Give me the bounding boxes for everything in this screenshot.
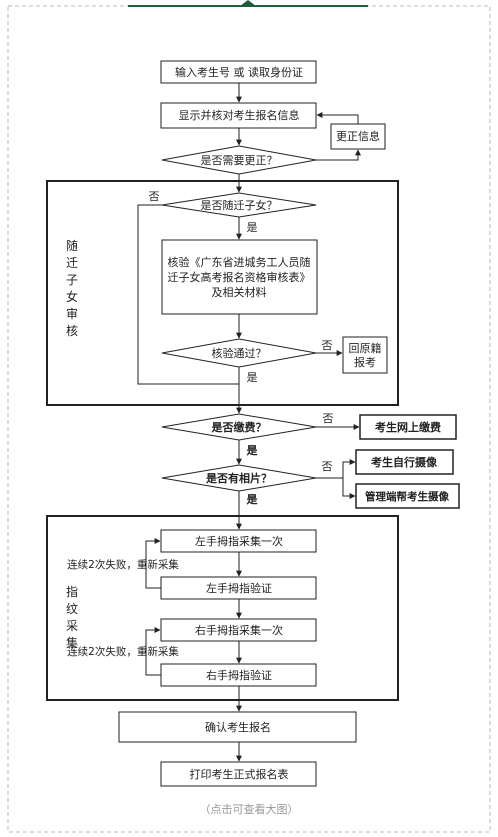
svg-text:审: 审 — [66, 306, 78, 321]
label-paid-no: 否 — [323, 412, 334, 425]
print-text: 打印考生正式报名表 — [190, 767, 289, 781]
arrow-leftverify-retry — [145, 538, 161, 589]
label-migrant-no: 否 — [149, 190, 160, 203]
label-retry-right: 连续2次失败，重新采集 — [67, 645, 179, 658]
svg-text:女: 女 — [66, 289, 78, 304]
need-correct-text: 是否需要更正？ — [201, 154, 278, 167]
self-photo-text: 考生自行摄像 — [371, 455, 438, 469]
verify-passed-text: 核验通过？ — [212, 346, 267, 360]
return-home-box — [342, 336, 388, 374]
admin-photo-box — [355, 483, 460, 509]
confirm-text: 确认考生报名 — [205, 720, 271, 734]
verify-form-box — [161, 239, 318, 315]
return-home-line2: 报考 — [354, 355, 376, 369]
fingerprint-label: 指 纹 采 集 — [66, 584, 78, 650]
verify-form-line3: 及相关材料 — [212, 285, 267, 299]
footer-caption[interactable]: （点击可查看大图） — [200, 802, 299, 816]
arrow-hasphoto-adminphoto — [342, 478, 356, 499]
arrow-correctinfo-show — [316, 112, 359, 124]
svg-text:集: 集 — [66, 635, 78, 650]
arrow-migrant-no-bypass — [137, 204, 239, 385]
return-home-line1: 回原籍 — [349, 341, 382, 355]
show-verify-box — [160, 102, 317, 129]
svg-text:随: 随 — [66, 238, 78, 253]
arrow-rightverify-retry — [145, 627, 161, 676]
correct-info-box — [330, 123, 386, 150]
fingerprint-frame — [46, 515, 399, 701]
print-box — [160, 761, 317, 787]
verify-form-line2: 迁子女高考报名资格审核表》 — [168, 270, 311, 284]
label-migrant-yes: 是 — [247, 221, 258, 234]
migrant-review-frame — [46, 180, 399, 406]
paid-text: 是否缴费？ — [211, 420, 267, 434]
label-photo-no: 否 — [322, 460, 333, 473]
pay-online-text: 考生网上缴费 — [375, 420, 441, 434]
has-photo-text: 是否有相片？ — [205, 471, 272, 485]
show-verify-text: 显示并核对考生报名信息 — [179, 108, 300, 122]
right-verify-text: 右手拇指验证 — [206, 668, 272, 682]
top-accent-notch — [240, 0, 256, 6]
arrow-needcorrect-correctinfo — [316, 149, 361, 161]
label-passed-no: 否 — [322, 339, 333, 352]
svg-text:指: 指 — [66, 584, 78, 599]
svg-text:迁: 迁 — [66, 256, 78, 270]
svg-text:核: 核 — [66, 324, 78, 338]
label-passed-yes: 是 — [247, 371, 258, 384]
label-paid-yes: 是 — [246, 444, 259, 457]
right-collect-text: 右手拇指采集一次 — [195, 623, 283, 637]
left-verify-text: 左手拇指验证 — [206, 581, 272, 595]
admin-photo-text: 管理端帮考生摄像 — [365, 490, 449, 503]
label-retry-left: 连续2次失败，重新采集 — [67, 558, 179, 571]
pay-online-box — [359, 414, 457, 440]
input-text: 输入考生号 或 读取身份证 — [175, 65, 303, 79]
left-collect-text: 左手拇指采集一次 — [195, 534, 283, 548]
migrant-review-label: 随 迁 子 女 审 核 — [66, 238, 78, 338]
correct-info-text: 更正信息 — [336, 129, 380, 143]
self-photo-box — [355, 449, 454, 475]
label-photo-yes: 是 — [246, 493, 259, 506]
svg-text:采: 采 — [66, 619, 78, 633]
confirm-box — [118, 711, 357, 743]
migrant-child-text: 是否随迁子女？ — [201, 198, 278, 212]
arrow-hasphoto-selfphoto — [342, 459, 356, 478]
svg-text:子: 子 — [66, 273, 78, 287]
verify-form-line1: 核验《广东省进城务工人员随 — [168, 255, 311, 269]
svg-text:纹: 纹 — [66, 602, 78, 616]
